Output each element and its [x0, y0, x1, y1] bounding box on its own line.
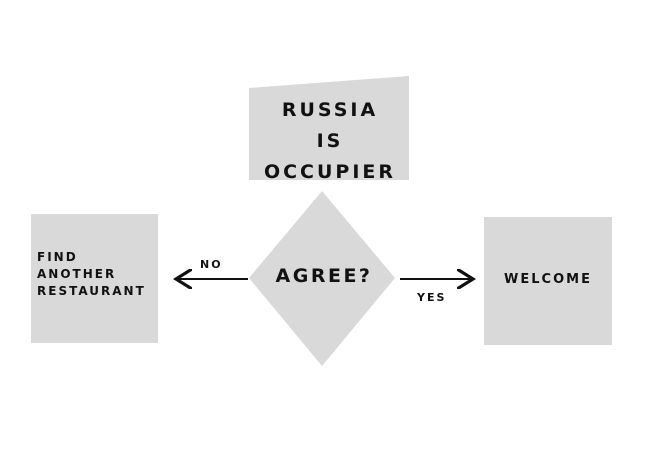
- left-box-line: RESTAURANT: [37, 284, 146, 298]
- right-box-label: WELCOME: [504, 272, 592, 287]
- decision-diamond-shape: [249, 191, 395, 366]
- left-box-line: ANOTHER: [37, 267, 117, 281]
- top-box-line: RUSSIA: [281, 99, 379, 121]
- left-box-line: FIND: [37, 250, 78, 264]
- top-box-label: RUSSIA IS OCCUPIER: [248, 95, 412, 188]
- left-box-shape: [31, 214, 158, 343]
- top-box-shape: [249, 76, 409, 180]
- no-edge-label: NO: [200, 258, 223, 271]
- right-box-shape: [484, 217, 612, 345]
- yes-edge-label: YES: [417, 291, 447, 304]
- top-box-line: IS: [316, 130, 344, 152]
- decision-label: AGREE?: [275, 265, 373, 287]
- top-box-line: OCCUPIER: [263, 161, 397, 183]
- left-box-label: FIND ANOTHER RESTAURANT: [37, 249, 146, 300]
